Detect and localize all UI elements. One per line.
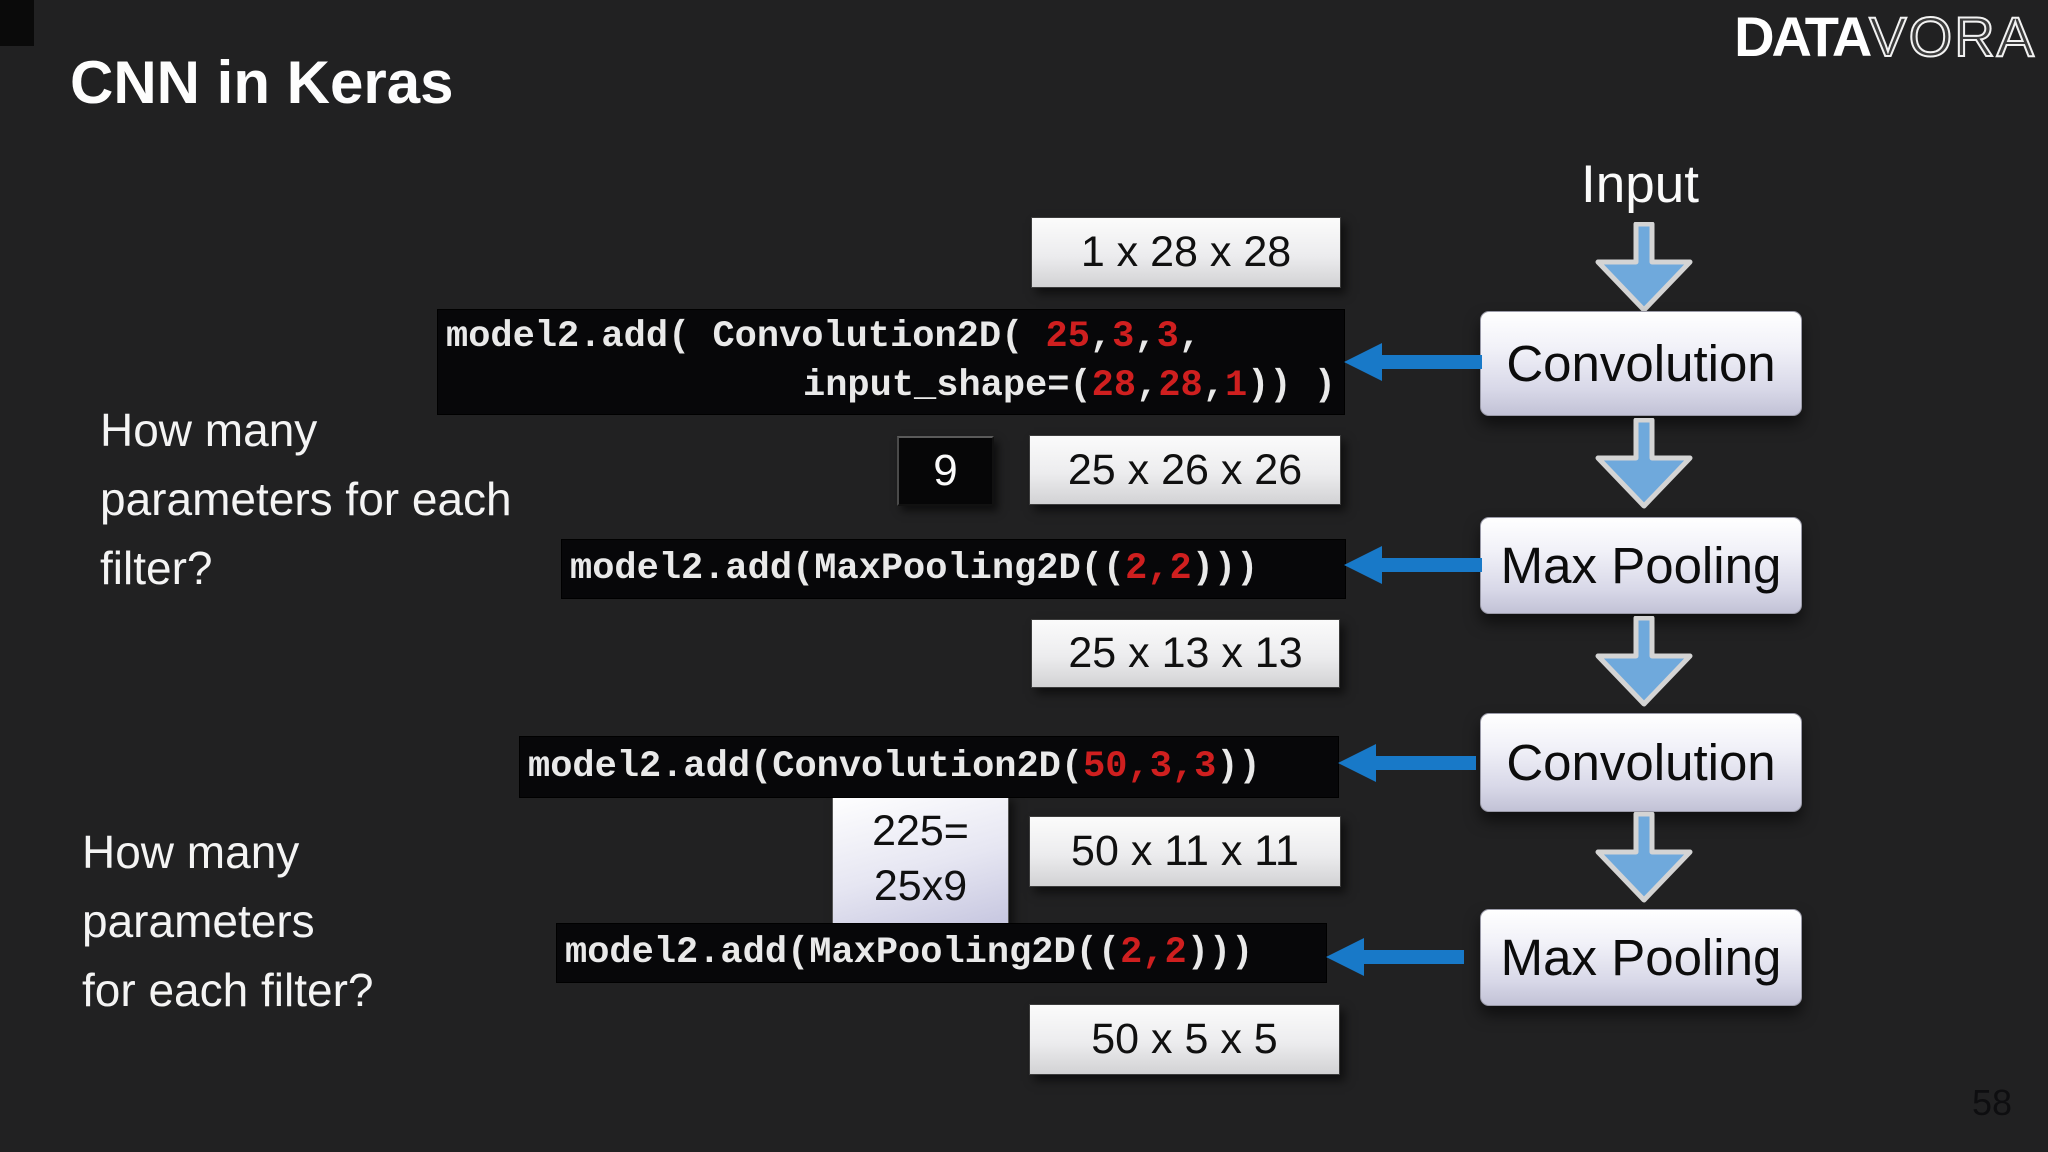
question-line: How many xyxy=(100,404,318,456)
code-block-conv1: model2.add( Convolution2D( 25,3,3, input… xyxy=(438,310,1344,414)
down-arrow-icon xyxy=(1595,616,1693,707)
question-line: filter? xyxy=(100,542,213,594)
page-number: 58 xyxy=(1972,1082,2013,1123)
pipeline-box-convolution-1: Convolution xyxy=(1480,311,1802,416)
logo-outline-part: VORA xyxy=(1868,4,2036,69)
left-arrow-icon xyxy=(1326,938,1464,976)
down-arrow-icon xyxy=(1595,418,1693,509)
code-block-conv2: model2.add(Convolution2D(50,3,3)) xyxy=(520,737,1338,797)
code-line: model2.add( Convolution2D( 25,3,3, xyxy=(446,316,1202,358)
code-line: model2.add(MaxPooling2D((2,2))) xyxy=(570,547,1259,590)
question-line: parameters for each xyxy=(100,473,512,525)
code-line: model2.add(MaxPooling2D((2,2))) xyxy=(565,931,1254,974)
dim-box-input: 1 x 28 x 28 xyxy=(1031,217,1341,288)
left-arrow-icon xyxy=(1338,744,1476,782)
param-calc-line: 25x9 xyxy=(873,862,968,910)
pipeline-box-convolution-2: Convolution xyxy=(1480,713,1802,812)
pipeline-box-maxpooling-2: Max Pooling xyxy=(1480,909,1802,1006)
param-calc-box: 225= 25x9 xyxy=(832,794,1009,924)
corner-dark-patch xyxy=(0,0,34,46)
code-line: input_shape=(28,28,1)) ) xyxy=(803,365,1336,407)
logo-bold-part: DATA xyxy=(1734,5,1872,68)
question-parameters-filter-1: How many parameters for each filter? xyxy=(100,396,512,603)
left-arrow-icon xyxy=(1344,546,1482,584)
question-parameters-filter-2: How many parameters for each filter? xyxy=(82,818,373,1025)
code-block-pool2: model2.add(MaxPooling2D((2,2))) xyxy=(557,924,1326,982)
datavora-logo: DATAVORA xyxy=(1734,4,2036,69)
down-arrow-icon xyxy=(1595,222,1693,313)
code-block-pool1: model2.add(MaxPooling2D((2,2))) xyxy=(562,540,1345,598)
filter-size-box: 9 xyxy=(897,436,994,506)
param-calc-line: 225= xyxy=(872,807,969,855)
down-arrow-icon xyxy=(1595,812,1693,903)
code-line: model2.add(Convolution2D(50,3,3)) xyxy=(528,745,1261,788)
dim-box-after-conv1: 25 x 26 x 26 xyxy=(1029,435,1341,505)
pipeline-input-label: Input xyxy=(1581,155,1699,214)
question-line: How many xyxy=(82,826,300,878)
left-arrow-icon xyxy=(1344,343,1482,381)
question-line: parameters xyxy=(82,895,315,947)
dim-box-after-pool2: 50 x 5 x 5 xyxy=(1029,1004,1340,1075)
pipeline-box-maxpooling-1: Max Pooling xyxy=(1480,517,1802,614)
page-title: CNN in Keras xyxy=(70,49,454,116)
dim-box-after-conv2: 50 x 11 x 11 xyxy=(1029,816,1341,887)
dim-box-after-pool1: 25 x 13 x 13 xyxy=(1031,619,1340,688)
question-line: for each filter? xyxy=(82,964,374,1016)
